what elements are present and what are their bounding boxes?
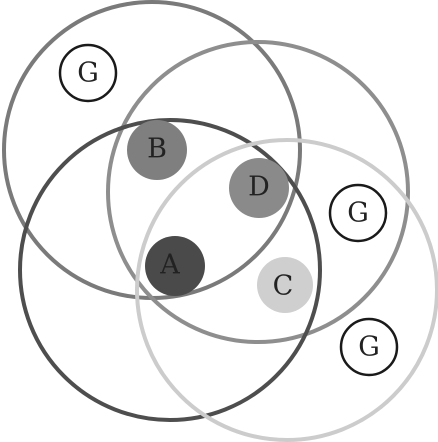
node-g-right-disc: [328, 183, 388, 243]
node-d: D: [229, 158, 289, 218]
node-d-disc: [229, 158, 289, 218]
node-g-bottom-right-label: G: [358, 332, 380, 363]
node-a-label: A: [159, 250, 180, 281]
node-b-disc: [127, 120, 187, 180]
node-b: B: [127, 120, 187, 180]
node-b-label: B: [147, 134, 167, 165]
ring-top-right: [106, 40, 410, 344]
node-a: A: [145, 236, 205, 296]
node-c-label: C: [273, 271, 294, 302]
ring-bottom-left: [18, 118, 322, 422]
node-c: C: [257, 257, 313, 313]
node-g-right: G: [328, 183, 388, 243]
node-g-bottom-right-disc: [339, 317, 399, 377]
node-g-right-label: G: [347, 198, 369, 229]
ring-bottom-right: [135, 138, 438, 442]
node-a-disc: [145, 236, 205, 296]
node-g-bottom-right: G: [339, 317, 399, 377]
node-d-label: D: [248, 172, 270, 203]
node-c-disc: [257, 257, 313, 313]
node-g-top-left: G: [58, 43, 118, 103]
node-g-top-left-disc: [58, 43, 118, 103]
node-g-top-left-label: G: [77, 58, 99, 89]
